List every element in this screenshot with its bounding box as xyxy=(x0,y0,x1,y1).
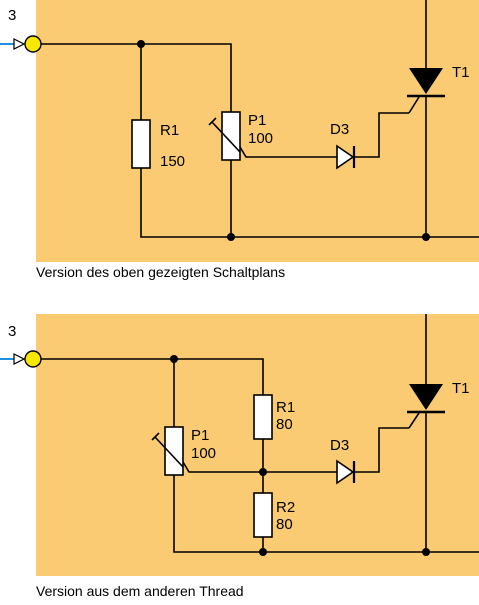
diode-d3-label: D3 xyxy=(330,121,349,138)
diode-d3-symbol-2 xyxy=(336,459,356,485)
potentiometer-p1-name: P1 xyxy=(248,112,266,129)
potentiometer-p1-name-2: P1 xyxy=(191,427,209,444)
thyristor-t1-label: T1 xyxy=(452,64,470,81)
resistor-r2-name: R2 xyxy=(276,499,295,516)
diode-d3-label-2: D3 xyxy=(330,437,349,454)
terminal-label-1: 3 xyxy=(8,7,16,24)
resistor-r1-name: R1 xyxy=(160,122,179,139)
caption-1: Version des oben gezeigten Schaltplans xyxy=(36,264,285,280)
junctions-1 xyxy=(137,40,430,241)
thyristor-t1-label-2: T1 xyxy=(452,380,470,397)
resistor-r1-value-2: 80 xyxy=(276,416,293,433)
caption-2: Version aus dem anderen Thread xyxy=(36,583,244,599)
wires-1 xyxy=(41,0,479,238)
potentiometer-p1-symbol xyxy=(208,111,241,161)
diode-d3-symbol xyxy=(336,144,356,170)
resistor-r1-name-2: R1 xyxy=(276,399,295,416)
thyristor-t1-symbol xyxy=(407,68,445,114)
junctions-2 xyxy=(170,355,430,556)
resistor-r2-value: 80 xyxy=(276,516,293,533)
resistor-r2-symbol xyxy=(253,492,273,538)
resistor-r1-symbol-2 xyxy=(253,394,273,440)
resistor-r1-symbol xyxy=(131,119,151,169)
resistor-r1-value: 150 xyxy=(160,153,185,170)
diagram-1: 3 R1 150 xyxy=(0,0,479,280)
terminal-connector-2 xyxy=(0,350,42,368)
potentiometer-p1-value-2: 100 xyxy=(191,445,216,462)
terminal-connector-1 xyxy=(0,35,42,53)
potentiometer-p1-symbol-2 xyxy=(151,426,184,476)
potentiometer-p1-value: 100 xyxy=(248,130,273,147)
diagram-2: 3 P1 xyxy=(0,314,479,599)
terminal-label-2: 3 xyxy=(8,323,16,340)
thyristor-t1-symbol-2 xyxy=(407,384,445,429)
